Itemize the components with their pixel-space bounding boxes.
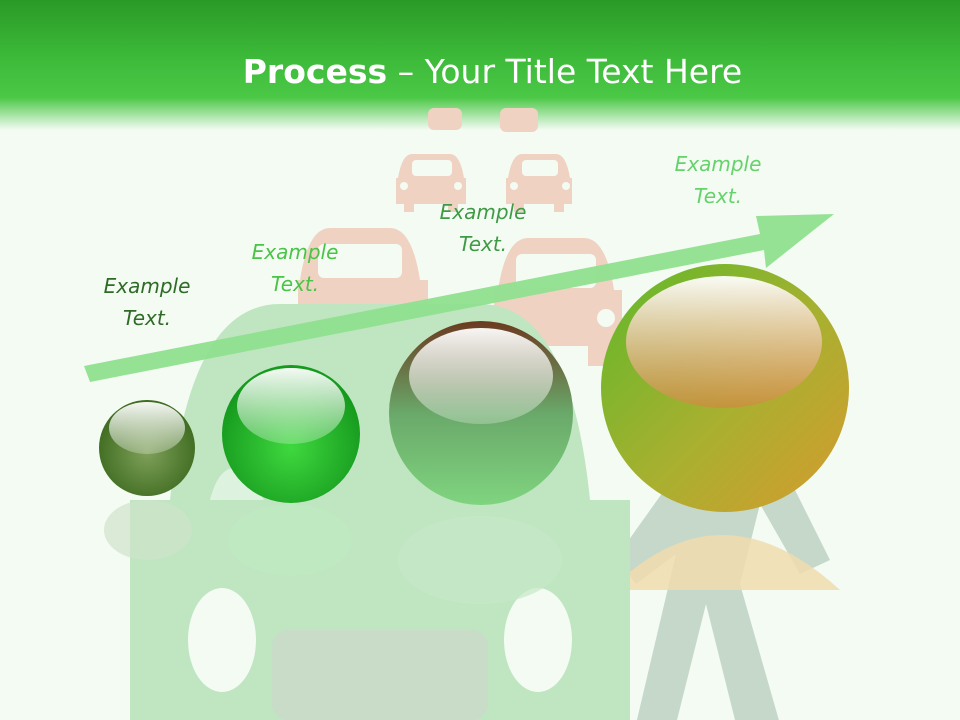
example-label-3: Example Text. [413, 196, 553, 260]
label-line-2: Text. [693, 184, 743, 208]
label-line-2: Text. [270, 272, 320, 296]
sphere-2 [222, 365, 360, 503]
sphere-1 [99, 400, 195, 496]
sphere-4 [601, 264, 849, 512]
label-line-2: Text. [458, 232, 508, 256]
example-label-4: Example Text. [648, 148, 788, 212]
header-band [0, 0, 960, 130]
label-line-1: Example [103, 274, 191, 298]
growth-arrow-icon [84, 214, 834, 382]
title-rest: Your Title Text Here [424, 52, 743, 91]
example-label-2: Example Text. [225, 236, 365, 300]
label-line-1: Example [674, 152, 762, 176]
sphere-3 [389, 321, 573, 505]
label-line-1: Example [439, 200, 527, 224]
example-label-1: Example Text. [77, 270, 217, 334]
sphere-reflections [104, 500, 562, 604]
page-title: Process – Your Title Text Here [0, 52, 960, 91]
title-bold: Process [242, 52, 388, 91]
label-line-1: Example [251, 240, 339, 264]
label-line-2: Text. [122, 306, 172, 330]
title-dash: – [387, 52, 425, 91]
